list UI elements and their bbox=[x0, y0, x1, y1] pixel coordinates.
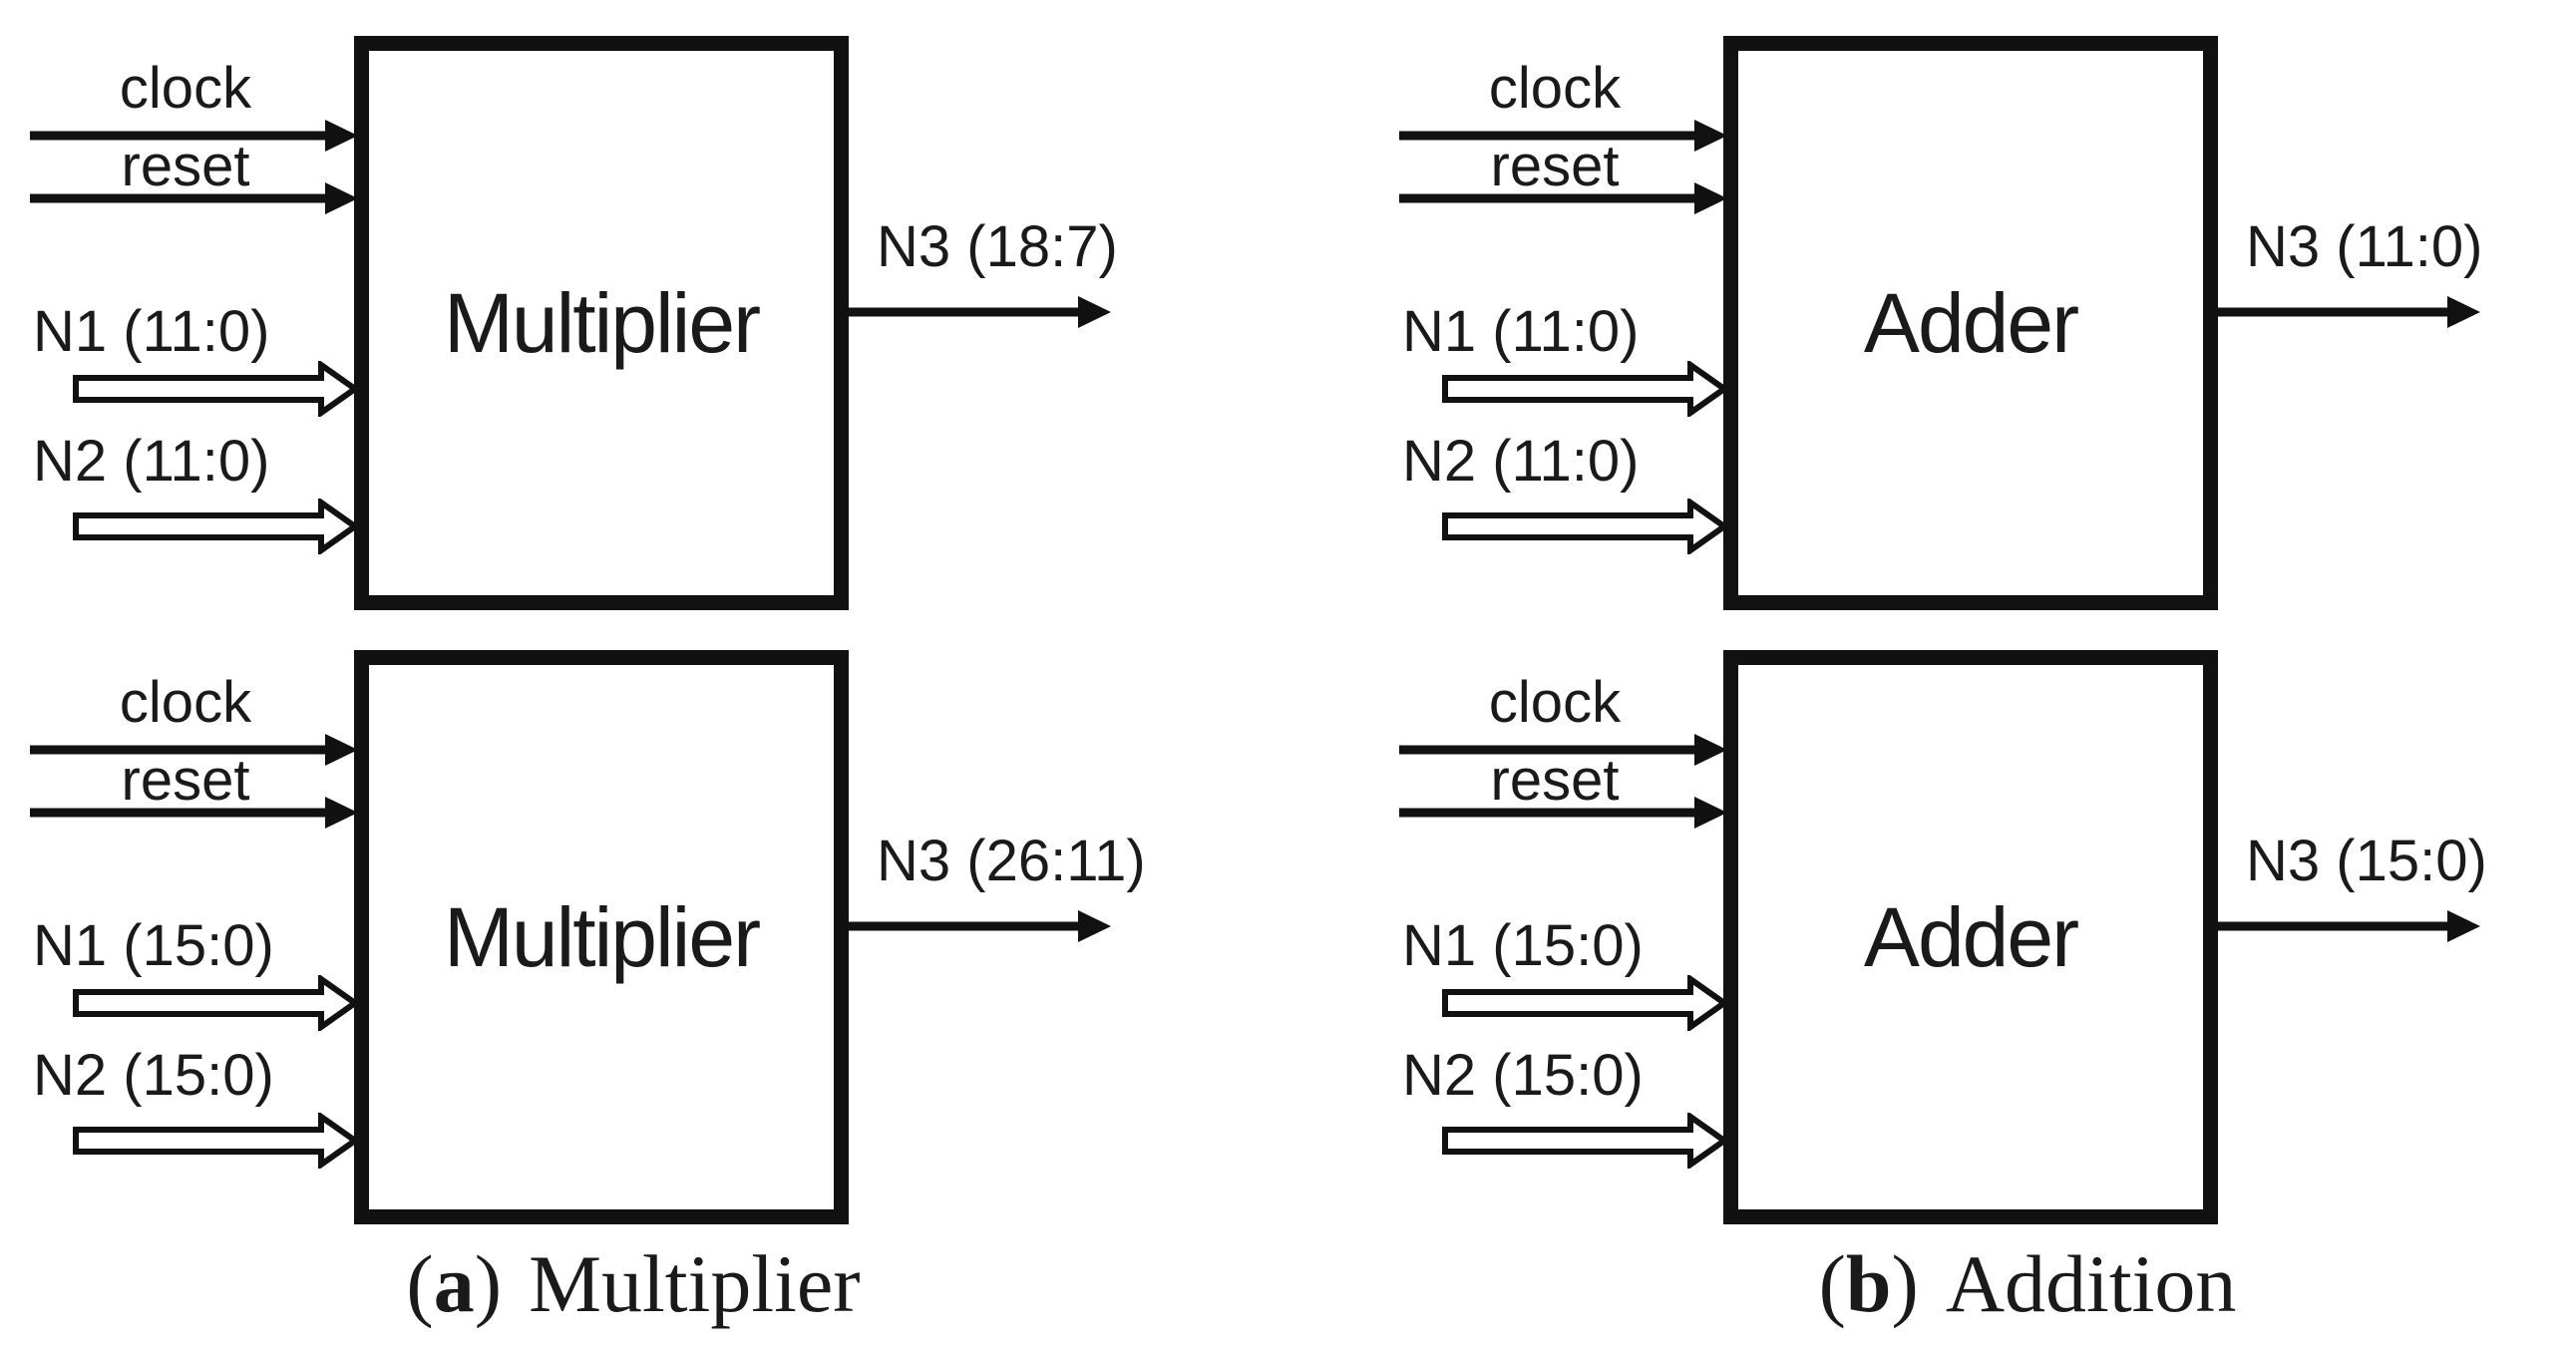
module-box: Multiplier bbox=[354, 36, 849, 610]
n2-input-label: N2 (15:0) bbox=[33, 1043, 274, 1108]
block-multiplier-16bit: clock reset N1 (15:0) N2 (15:0) Multipli… bbox=[0, 650, 1237, 1248]
reset-label: reset bbox=[121, 748, 250, 813]
block-adder-16bit: clock reset N1 (15:0) N2 (15:0) Adder N3… bbox=[1369, 650, 2576, 1248]
n1-input-label: N1 (11:0) bbox=[33, 299, 270, 364]
n3-output-arrow-icon bbox=[847, 908, 1111, 944]
caption-a: (a) Multiplier bbox=[0, 1234, 1267, 1342]
clock-label: clock bbox=[119, 56, 252, 121]
n3-output-arrow-icon bbox=[2216, 908, 2480, 944]
n3-output-arrow-icon bbox=[2216, 294, 2480, 330]
block-multiplier-12bit: clock reset N1 (11:0) N2 (11:0) Multipli… bbox=[0, 36, 1237, 634]
n1-bus-arrow-icon bbox=[72, 975, 359, 1031]
module-box: Adder bbox=[1723, 650, 2218, 1224]
n1-input-label: N1 (11:0) bbox=[1402, 299, 1640, 364]
clock-label: clock bbox=[1488, 670, 1622, 735]
caption-letter: b bbox=[1845, 1238, 1892, 1329]
n1-bus-arrow-icon bbox=[1441, 975, 1728, 1031]
reset-arrow-icon bbox=[30, 180, 358, 216]
caption-close-paren: ) bbox=[474, 1238, 503, 1329]
module-box: Adder bbox=[1723, 36, 2218, 610]
caption-b: (b) Addition bbox=[1424, 1234, 2576, 1342]
n3-output-label: N3 (26:11) bbox=[877, 829, 1146, 893]
caption-label: Addition bbox=[1945, 1238, 2237, 1329]
n2-bus-arrow-icon bbox=[1441, 499, 1728, 554]
reset-arrow-icon bbox=[1399, 180, 1727, 216]
caption-letter: a bbox=[433, 1238, 475, 1329]
n1-input-label: N1 (15:0) bbox=[33, 913, 274, 978]
caption-label: Multiplier bbox=[529, 1238, 861, 1329]
n2-bus-arrow-icon bbox=[72, 499, 359, 554]
reset-label: reset bbox=[121, 134, 250, 198]
module-label: Adder bbox=[1863, 275, 2079, 370]
n1-bus-arrow-icon bbox=[1441, 361, 1728, 417]
module-box: Multiplier bbox=[354, 650, 849, 1224]
n3-output-label: N3 (15:0) bbox=[2246, 829, 2487, 893]
reset-label: reset bbox=[1490, 134, 1620, 198]
caption-close-paren: ) bbox=[1891, 1238, 1919, 1329]
n2-input-label: N2 (11:0) bbox=[1402, 429, 1640, 494]
reset-arrow-icon bbox=[30, 795, 358, 831]
caption-open-paren: ( bbox=[406, 1238, 434, 1329]
module-label: Multiplier bbox=[443, 889, 761, 984]
caption-open-paren: ( bbox=[1818, 1238, 1846, 1329]
n2-bus-arrow-icon bbox=[72, 1113, 359, 1169]
n3-output-arrow-icon bbox=[847, 294, 1111, 330]
n1-bus-arrow-icon bbox=[72, 361, 359, 417]
n1-input-label: N1 (15:0) bbox=[1402, 913, 1644, 978]
n3-output-label: N3 (11:0) bbox=[2246, 214, 2483, 279]
block-adder-12bit: clock reset N1 (11:0) N2 (11:0) Adder N3… bbox=[1369, 36, 2576, 634]
n3-output-label: N3 (18:7) bbox=[877, 214, 1118, 279]
clock-label: clock bbox=[119, 670, 252, 735]
reset-label: reset bbox=[1490, 748, 1620, 813]
clock-label: clock bbox=[1488, 56, 1622, 121]
n2-bus-arrow-icon bbox=[1441, 1113, 1728, 1169]
n2-input-label: N2 (15:0) bbox=[1402, 1043, 1644, 1108]
module-label: Multiplier bbox=[443, 275, 761, 370]
n2-input-label: N2 (11:0) bbox=[33, 429, 270, 494]
module-label: Adder bbox=[1863, 889, 2079, 984]
reset-arrow-icon bbox=[1399, 795, 1727, 831]
